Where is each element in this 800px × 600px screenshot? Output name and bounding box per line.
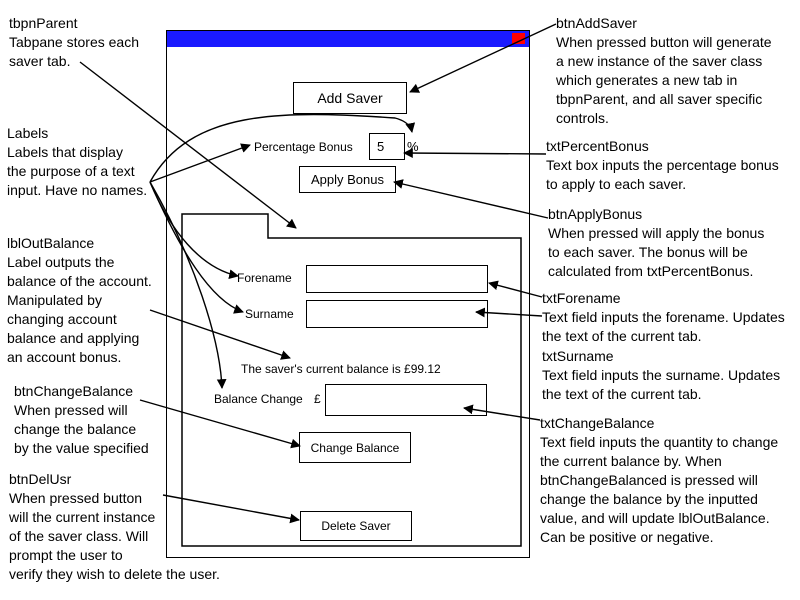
- annotation-txtpercentbonus-body: Text box inputs the percentage bonus to …: [546, 157, 779, 192]
- annotation-btnapplybonus: btnApplyBonus When pressed will apply th…: [548, 205, 764, 281]
- annotation-txtsurname-title: txtSurname: [542, 348, 614, 364]
- annotation-tbpnparent: tbpnParent Tabpane stores each saver tab…: [9, 14, 139, 71]
- annotation-btnaddsaver: btnAddSaver When pressed button will gen…: [556, 14, 772, 128]
- window-titlebar: [167, 31, 529, 47]
- arrow-labels-percent-sign: [149, 113, 416, 183]
- arrow-txtforename: [488, 280, 543, 298]
- annotation-txtpercentbonus-title: txtPercentBonus: [546, 138, 649, 154]
- add-saver-button[interactable]: Add Saver: [293, 82, 407, 114]
- annotation-txtforename-body: Text field inputs the forename. Updates …: [542, 309, 785, 344]
- arrow-labels-balance-change: [149, 181, 227, 389]
- annotation-labels: Labels Labels that display the purpose o…: [7, 124, 147, 200]
- annotation-txtsurname: txtSurname Text field inputs the surname…: [542, 347, 780, 404]
- annotation-txtchangebalance-title: txtChangeBalance: [540, 415, 655, 431]
- annotation-txtchangebalance-body: Text field inputs the quantity to change…: [540, 434, 779, 545]
- delete-saver-button[interactable]: Delete Saver: [300, 511, 412, 541]
- arrow-tbpnparent: [79, 61, 297, 229]
- surname-label: Surname: [245, 307, 294, 321]
- annotation-lbloutbalance-body: Label outputs the balance of the account…: [7, 254, 152, 365]
- percent-sign: %: [407, 139, 419, 154]
- annotation-labels-title: Labels: [7, 125, 49, 141]
- annotation-txtchangebalance: txtChangeBalance Text field inputs the q…: [540, 414, 778, 547]
- percentage-bonus-label: Percentage Bonus: [254, 140, 353, 154]
- change-balance-input[interactable]: [325, 384, 487, 416]
- annotation-btndelusr-body: When pressed button will the current ins…: [9, 490, 220, 582]
- surname-input[interactable]: [306, 300, 488, 328]
- arrow-txtsurname: [475, 307, 543, 318]
- annotation-lbloutbalance: lblOutBalance Label outputs the balance …: [7, 234, 152, 367]
- annotation-btnchangebalance-title: btnChangeBalance: [14, 383, 134, 399]
- annotation-tbpnparent-body: Tabpane stores each saver tab.: [9, 34, 139, 69]
- close-icon[interactable]: [512, 33, 525, 44]
- balance-change-label: Balance Change: [214, 392, 303, 406]
- forename-input[interactable]: [306, 265, 488, 293]
- arrow-labels-percentage: [149, 143, 251, 183]
- annotation-btndelusr: btnDelUsr When pressed button will the c…: [9, 470, 220, 584]
- annotation-txtforename: txtForename Text field inputs the forena…: [542, 289, 785, 346]
- annotation-tbpnparent-title: tbpnParent: [9, 15, 78, 31]
- arrow-labels-forename: [149, 181, 239, 279]
- app-window: [166, 30, 530, 558]
- balance-output-label: The saver's current balance is £99.12: [241, 362, 441, 376]
- pound-sign: £: [314, 392, 321, 406]
- annotation-btnchangebalance-body: When pressed will change the balance by …: [14, 402, 149, 456]
- change-balance-button[interactable]: Change Balance: [299, 432, 411, 463]
- arrow-btnaddsaver: [409, 23, 557, 93]
- annotation-btnaddsaver-title: btnAddSaver: [556, 15, 637, 31]
- arrow-btnapplybonus: [393, 179, 549, 219]
- arrow-btndelusr: [162, 494, 300, 524]
- annotation-txtforename-title: txtForename: [542, 290, 621, 306]
- percent-bonus-value: 5: [377, 139, 385, 154]
- annotation-txtsurname-body: Text field inputs the surname. Updates t…: [542, 367, 781, 402]
- annotation-btnapplybonus-title: btnApplyBonus: [548, 206, 643, 222]
- arrow-labels-surname: [149, 181, 244, 314]
- forename-label: Forename: [237, 271, 292, 285]
- arrow-txtchangebalance: [463, 404, 541, 421]
- annotation-btnaddsaver-body: When pressed button will generate a new …: [556, 34, 772, 126]
- annotation-btnapplybonus-body: When pressed will apply the bonus to eac…: [548, 225, 765, 279]
- arrow-lbloutbalance: [149, 309, 291, 360]
- annotation-labels-body: Labels that display the purpose of a tex…: [7, 144, 148, 198]
- arrow-btnchangebalance: [139, 399, 301, 449]
- arrow-txtpercentbonus: [403, 148, 547, 158]
- annotation-lbloutbalance-title: lblOutBalance: [7, 235, 95, 251]
- annotation-btnchangebalance: btnChangeBalance When pressed will chang…: [14, 382, 149, 458]
- percent-bonus-input[interactable]: 5: [369, 133, 405, 160]
- annotation-txtpercentbonus: txtPercentBonus Text box inputs the perc…: [546, 137, 779, 194]
- annotation-btndelusr-title: btnDelUsr: [9, 471, 72, 487]
- apply-bonus-button[interactable]: Apply Bonus: [299, 166, 396, 193]
